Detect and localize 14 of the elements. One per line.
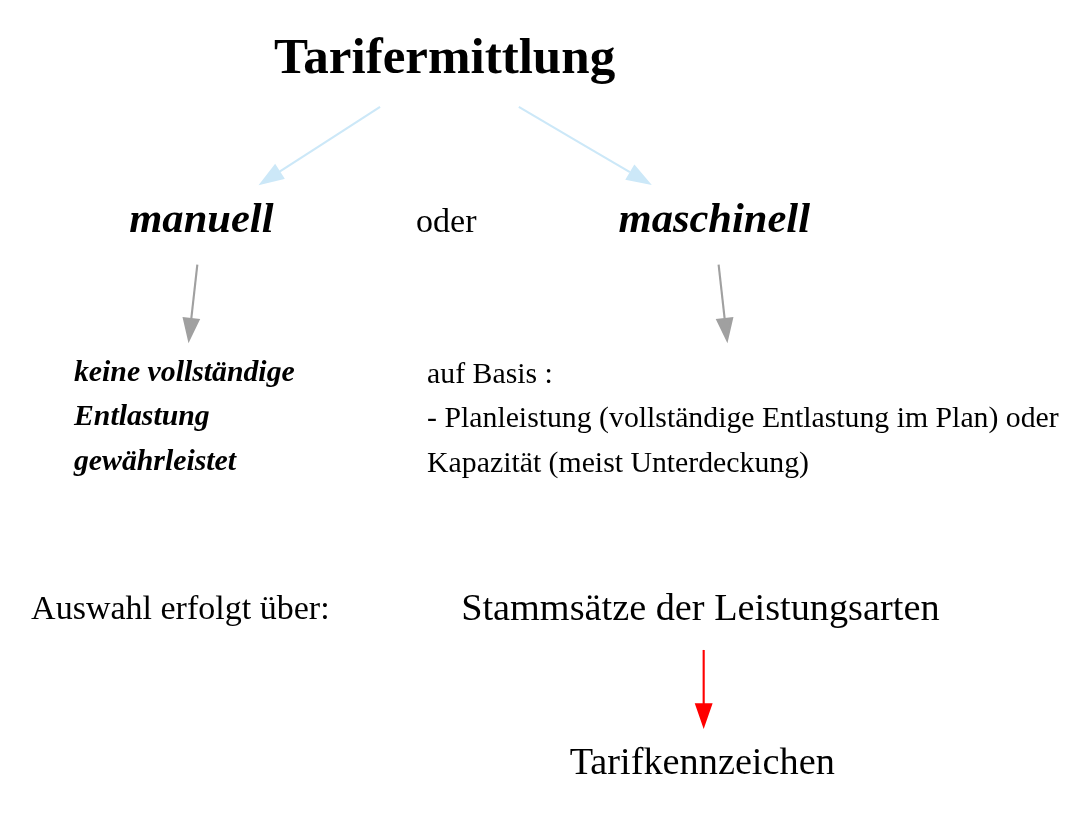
node-text: maschinell (618, 193, 811, 241)
node-text: manuell (129, 193, 274, 241)
arrow (182, 263, 201, 343)
node-text: keine vollständige Entlastung gewährleistet (73, 353, 295, 476)
label: Auswahl erfolgt über: (31, 588, 330, 626)
arrow (715, 263, 734, 343)
node-text: auf Basis : - Planleistung (vollständige Entlastung im Plan) oder Kapazität (meist Unterdeckung) (427, 355, 1059, 478)
arrow (258, 105, 381, 185)
arrow (694, 649, 713, 729)
node-text: Tarifkennzeichen (569, 739, 835, 782)
node-text: Stammsätze der Leistungsarten (461, 585, 940, 628)
label: oder (416, 201, 477, 239)
arrow (518, 105, 652, 185)
node-text: Tarifermittlung (273, 27, 616, 84)
